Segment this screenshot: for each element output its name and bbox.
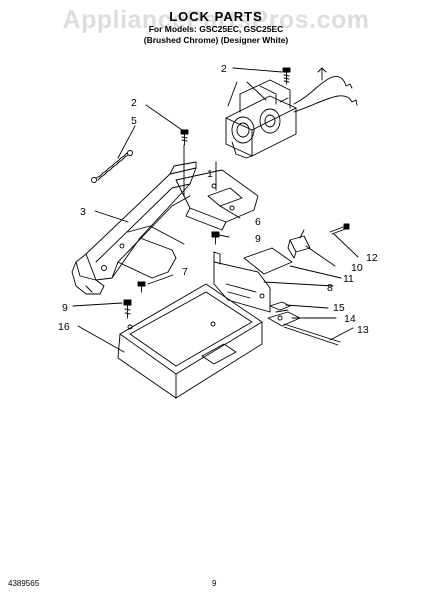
diagram-header: LOCK PARTS For Models: GSC25EC, GSC25EC …: [0, 9, 432, 46]
page-number: 9: [212, 579, 217, 588]
part-screw-left: [180, 129, 189, 146]
part-insulator: [243, 247, 293, 275]
part-rod: [283, 323, 341, 346]
watermark: AppliancePartsPros.com: [62, 6, 370, 34]
part-lock-motor-assembly: [225, 79, 297, 159]
model-line: For Models: GSC25EC, GSC25EC: [148, 24, 284, 34]
callout-2-top: 2: [221, 63, 227, 75]
callout-2-left: 2: [131, 97, 137, 109]
part-switch: [287, 229, 311, 259]
page-title: LOCK PARTS: [169, 9, 263, 24]
callout-7: 7: [182, 266, 188, 278]
callout-15: 15: [333, 302, 345, 314]
callout-14: 14: [344, 313, 356, 325]
part-switch-bracket: [213, 251, 271, 313]
part-lock-cover: [117, 283, 263, 399]
part-spring: [91, 150, 133, 183]
document-number: 4389565: [8, 579, 40, 588]
callout-9-lower: 9: [62, 302, 68, 314]
part-screw-12: [329, 223, 350, 235]
part-spring-clip: [269, 301, 291, 313]
part-screw-top-right: [282, 67, 291, 85]
part-lock-bracket: [175, 169, 259, 231]
callout-13: 13: [357, 324, 369, 336]
part-screw-9-upper: [211, 231, 220, 245]
callout-10: 10: [351, 262, 363, 274]
callout-3: 3: [80, 206, 86, 218]
callout-11: 11: [343, 273, 354, 285]
callout-6: 6: [255, 216, 261, 228]
callout-8: 8: [327, 282, 333, 294]
part-wire-harness: [293, 67, 358, 113]
callout-labels: 2 2 5 1 3 6 9 12 10 11 7 8 9 15 16 14 13: [58, 63, 378, 336]
leader-lines: [72, 67, 359, 353]
callout-16: 16: [58, 321, 70, 333]
callout-9-upper: 9: [255, 233, 261, 245]
part-screw-9-lower: [123, 299, 132, 319]
callout-5: 5: [131, 115, 137, 127]
callout-1: 1: [207, 168, 213, 180]
callout-12: 12: [366, 252, 378, 264]
finish-line: (Brushed Chrome) (Designer White): [143, 35, 289, 45]
part-screw-7: [137, 281, 146, 293]
